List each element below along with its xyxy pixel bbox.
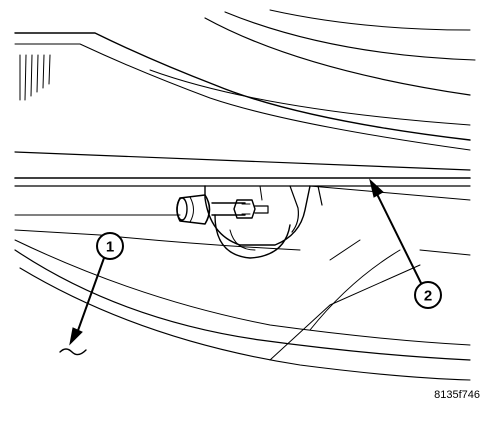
bolt-fitting: [176, 194, 269, 225]
callout-1-circle: [96, 232, 124, 260]
callout-1-target-squiggle: [59, 348, 87, 356]
tire-arcs: [14, 229, 471, 381]
callout-1: 1: [59, 232, 124, 356]
callout-2-circle: [414, 281, 442, 309]
callout-1-leader: [75, 257, 105, 337]
callout-2-number: 2: [424, 288, 432, 305]
callout-1-number: 1: [106, 239, 114, 256]
callout-2-leader: [374, 189, 422, 284]
body-panel-lines: [14, 9, 476, 151]
frame-rail: [14, 151, 471, 216]
callout-2-arrowhead: [369, 178, 384, 198]
callout-1-arrowhead: [69, 327, 83, 346]
panel-hatching: [19, 54, 51, 101]
mount-bracket: [204, 185, 323, 259]
callout-2: 2: [369, 178, 442, 309]
figure-id-label: 8135f746: [434, 389, 480, 401]
